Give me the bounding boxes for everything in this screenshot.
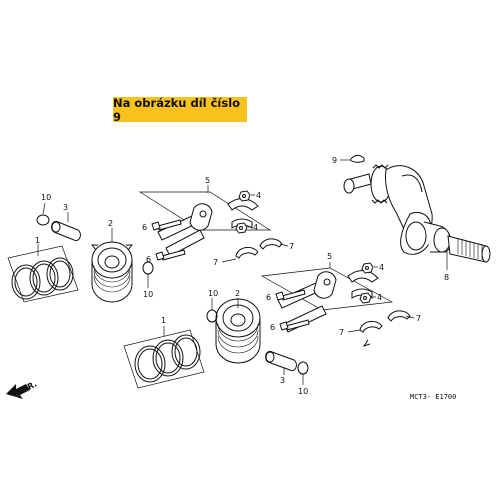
circlip-lower-left <box>206 309 218 323</box>
callout-7: 7 <box>213 258 218 267</box>
nut-upper-2 <box>235 222 248 234</box>
front-label: FR. <box>21 379 38 393</box>
con-rod-upper <box>157 203 213 257</box>
callout-4: 4 <box>253 223 258 232</box>
front-direction-arrow: FR. <box>6 379 38 399</box>
callout-4: 4 <box>379 263 384 272</box>
crankshaft <box>343 164 491 270</box>
woodruff-key <box>349 154 365 163</box>
bearing-upper-1 <box>235 246 259 259</box>
callout-4: 4 <box>256 191 261 200</box>
piston-lower <box>215 298 261 364</box>
piston-pin-lower <box>265 350 297 372</box>
bearing-upper-2 <box>259 238 283 250</box>
nut-lower-2 <box>359 292 372 304</box>
callout-6: 6 <box>142 223 147 232</box>
rod-cap-lower <box>347 270 379 283</box>
piston-upper <box>90 241 134 303</box>
circlip-lower-right <box>297 361 309 375</box>
callout-10: 10 <box>143 290 153 299</box>
con-rod-bracket-upper <box>138 191 272 231</box>
bearing-lower-2 <box>387 310 411 322</box>
callout-2: 2 <box>108 219 113 228</box>
callout-7: 7 <box>289 242 294 251</box>
callout-7: 7 <box>339 328 344 337</box>
callout-1: 1 <box>161 316 166 325</box>
callout-7: 7 <box>416 314 421 323</box>
callout-10: 10 <box>208 289 218 298</box>
rod-cap-upper <box>227 198 259 211</box>
piston-pin-upper <box>51 220 81 242</box>
callout-10: 10 <box>298 387 308 396</box>
callout-6: 6 <box>266 293 271 302</box>
part-number-banner: Na obrázku díl číslo 9 <box>113 95 247 124</box>
nut-lower-1 <box>361 262 374 274</box>
callout-4: 4 <box>377 293 382 302</box>
piston-rings-upper <box>7 245 79 303</box>
bearing-lower-1 <box>359 320 383 333</box>
banner-text: Na obrázku díl číslo 9 <box>113 95 241 124</box>
callout-9: 9 <box>332 156 337 165</box>
circlip-upper-left <box>36 214 50 226</box>
callout-3: 3 <box>280 376 285 385</box>
nut-upper-1 <box>238 190 251 202</box>
callout-8: 8 <box>444 273 449 282</box>
callout-1: 1 <box>35 236 40 245</box>
callout-2: 2 <box>235 289 240 298</box>
piston-rings-lower <box>123 329 205 389</box>
callout-3: 3 <box>63 203 68 212</box>
callout-10: 10 <box>41 193 51 202</box>
diagram-code: MCT3- E1700 <box>410 393 456 401</box>
callout-5: 5 <box>327 252 332 261</box>
callout-5: 5 <box>205 176 210 185</box>
callout-6: 6 <box>146 255 151 264</box>
callout-6: 6 <box>270 323 275 332</box>
